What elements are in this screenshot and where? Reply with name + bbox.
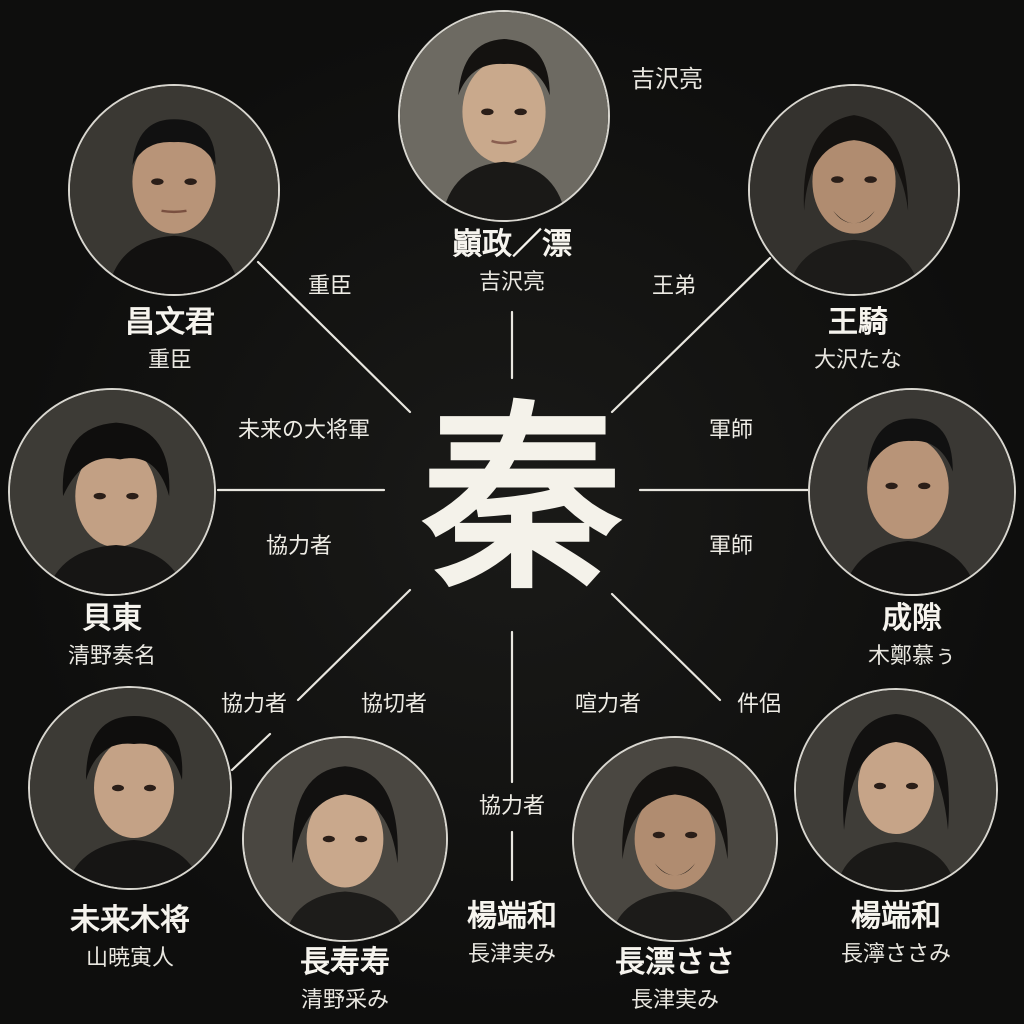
portrait-mid-left xyxy=(8,388,216,596)
line-low-left-tail xyxy=(230,732,272,772)
actor-low-mid-right: 長津実み xyxy=(630,988,719,1013)
name-low-mid-left: 長寿寿 xyxy=(300,945,390,980)
name-upper-left: 昌文君 xyxy=(125,305,215,340)
relation-right-lower: 軍師 xyxy=(708,534,753,559)
name-top: 巓政／漂 xyxy=(452,227,572,262)
relation-upper-left: 重臣 xyxy=(307,274,352,299)
relation-left-lower: 協力者 xyxy=(265,534,332,559)
actor-upper-left: 重臣 xyxy=(147,348,192,373)
relation-upper-right: 王弟 xyxy=(651,274,696,299)
actor-top: 吉沢亮 xyxy=(478,270,545,295)
portrait-upper-left xyxy=(68,84,280,296)
line-upper-right xyxy=(610,256,772,414)
name-upper-right: 王騎 xyxy=(828,305,888,340)
relation-bottom: 協力者 xyxy=(478,794,545,819)
actor-low-right: 長濘ささみ xyxy=(840,942,951,967)
relation-right-upper: 軍師 xyxy=(708,418,753,443)
actor-low-mid-left: 清野采み xyxy=(300,988,389,1013)
name-low-left: 未来木将 xyxy=(70,903,190,938)
line-upper-left xyxy=(256,260,412,414)
actor-mid-right: 木鄭慕ぅ xyxy=(867,644,956,669)
name-mid-right: 成隙 xyxy=(882,601,942,636)
relation-left-upper: 未来の大将軍 xyxy=(237,418,370,443)
portrait-low-mid-right xyxy=(572,736,778,942)
name-bottom-center: 楊端和 xyxy=(467,899,557,934)
line-low-right xyxy=(610,592,722,702)
relation-low-right-a: 喧力者 xyxy=(574,692,641,717)
name-mid-left: 貝東 xyxy=(82,601,142,636)
portrait-top xyxy=(398,10,610,222)
portrait-low-mid-left xyxy=(242,736,448,942)
portrait-low-left xyxy=(28,686,232,890)
actor-mid-left: 清野奏名 xyxy=(67,644,156,669)
relation-low-left-b: 協切者 xyxy=(360,692,427,717)
center-kanji: 秦 xyxy=(421,382,622,617)
name-low-right: 楊端和 xyxy=(851,899,941,934)
line-low-left xyxy=(296,588,412,702)
actor-low-left: 山暁寅人 xyxy=(85,946,174,971)
actor-bottom-center: 長津実み xyxy=(467,942,556,967)
portrait-mid-right xyxy=(808,388,1016,596)
top-actor-label: 吉沢亮 xyxy=(631,65,703,93)
relation-low-left-a: 協力者 xyxy=(220,692,287,717)
portrait-upper-right xyxy=(748,84,960,296)
relation-low-right-b: 件侶 xyxy=(736,692,781,717)
portrait-low-right xyxy=(794,688,998,892)
name-low-mid-right: 長漂ささ xyxy=(615,945,735,980)
actor-upper-right: 大沢たな xyxy=(813,348,902,373)
